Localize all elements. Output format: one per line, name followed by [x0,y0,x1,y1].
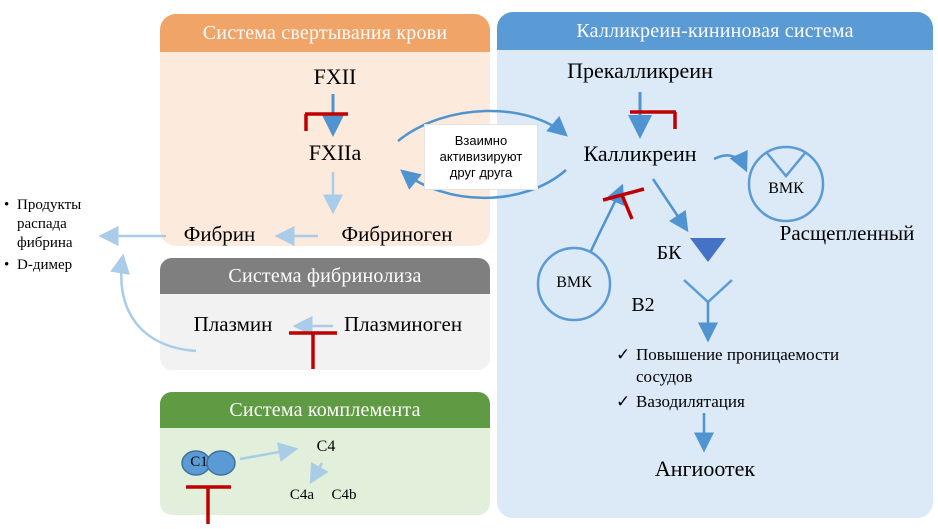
node-fxii: FXII [313,64,357,89]
node-plasminogen: Плазминоген [343,312,463,336]
node-hmwk: ВМК [556,274,592,291]
panel-kallikrein: Калликреин-кининовая система [497,12,933,518]
panel-coagulation-header: Система свертывания крови [160,14,490,52]
node-b2: B2 [631,294,655,316]
mutual-activation-text: Взаимно активизируют друг друга [439,132,523,181]
node-fibrin: Фибрин [183,222,256,246]
effects-list: ✓ Повышение проницаемости сосудов ✓ Вазо… [616,344,868,416]
node-plasmin: Плазмин [193,312,273,336]
note-text: D-димер [17,257,73,274]
effect-item-permeability: ✓ Повышение проницаемости сосудов [616,344,868,388]
node-fibrinogen: Фибриноген [341,222,453,246]
node-bk: БК [656,242,682,264]
panel-kallikrein-title: Калликреин-кининовая система [576,19,854,42]
panel-complement: Система комплемента [160,392,490,515]
panel-coagulation-title: Система свертывания крови [202,21,448,44]
check-icon: ✓ [616,345,631,364]
node-c4: C4 [316,438,336,455]
node-angioedema: Ангиоотек [654,456,756,481]
node-hmwk-cleaved: ВМК [768,180,804,197]
bullet-icon: • [4,197,10,213]
note-fibrin-degradation: • Продукты распада фибрина [4,196,118,252]
panel-kallikrein-header: Калликреин-кининовая система [497,12,933,50]
panel-fibrinolysis-title: Система фибринолиза [228,264,422,287]
mutual-activation-box: Взаимно активизируют друг друга [424,124,538,190]
effect-text: Повышение проницаемости сосудов [636,345,840,387]
bullet-icon: • [4,257,10,274]
node-kallikrein: Калликреин [583,141,697,166]
node-fxiia: FXIIa [308,140,362,165]
panel-fibrinolysis-header: Система фибринолиза [160,258,490,294]
node-prekallikrein: Прекалликреин [567,58,713,83]
node-c1: C1 [190,454,208,470]
effect-item-vasodilation: ✓ Вазодилятация [616,391,868,413]
node-c4b: C4b [331,487,357,503]
degradation-products-notes: • Продукты распада фибрина • D-димер [4,196,118,279]
effect-text: Вазодилятация [636,392,745,412]
node-c4a: C4a [289,487,315,503]
panel-fibrinolysis: Система фибринолиза [160,258,490,370]
node-cleaved-label: Расщепленный [779,221,915,245]
note-text: Продукты распада фибрина [17,197,82,251]
panel-complement-title: Система комплемента [229,398,421,421]
check-icon: ✓ [616,392,631,412]
note-d-dimer: • D-димер [4,256,118,275]
panel-complement-header: Система комплемента [160,392,490,428]
